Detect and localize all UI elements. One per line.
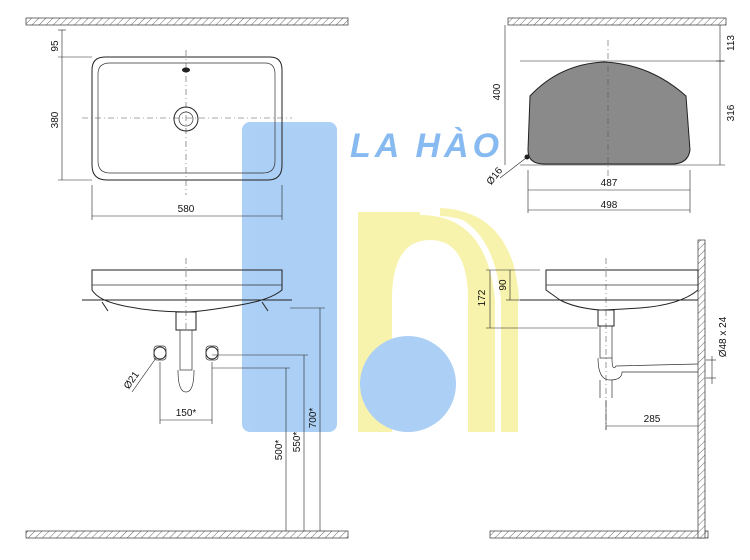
floor-left [25, 530, 349, 539]
watermark-brand-text: LA HÀO [350, 127, 503, 165]
side-view-top: 400 113 316 487 498 Ø16 [485, 25, 737, 213]
dim-top-view-95: 95 [50, 40, 61, 52]
dim-side-487: 487 [601, 178, 618, 189]
dim-front-500: 500* [274, 440, 285, 461]
dim-front-valve: Ø21 [122, 369, 142, 391]
watermark-blue-circle [360, 336, 456, 432]
front-view: Ø21 150* 500* 550* 700* [82, 258, 325, 531]
dim-side-pipe: Ø48 x 24 [718, 316, 729, 357]
wall-top-right [507, 17, 727, 26]
floor-right [489, 530, 709, 539]
dim-side-316: 316 [726, 104, 737, 121]
dim-front-550: 550* [292, 432, 303, 453]
wall-side-right [697, 239, 706, 539]
dim-side-400: 400 [492, 83, 503, 100]
dim-side-113: 113 [726, 35, 737, 51]
dim-side-172: 172 [477, 289, 488, 306]
dim-top-view-380: 380 [50, 111, 61, 128]
watermark-yellow-arch [358, 212, 518, 432]
watermark-logo [242, 122, 519, 432]
dim-front-700: 700* [308, 408, 319, 429]
side-view-bottom: 285 172 90 Ø48 x 24 [477, 258, 729, 430]
top-view: 95 380 580 [50, 29, 292, 220]
dim-side-90: 90 [498, 279, 509, 291]
dim-top-view-580: 580 [178, 204, 195, 215]
dim-side-498: 498 [601, 200, 618, 211]
wall-top-left [25, 17, 349, 26]
dim-front-150: 150* [176, 408, 197, 419]
dim-side-285: 285 [644, 414, 661, 425]
watermark-blue-bar [242, 122, 337, 432]
